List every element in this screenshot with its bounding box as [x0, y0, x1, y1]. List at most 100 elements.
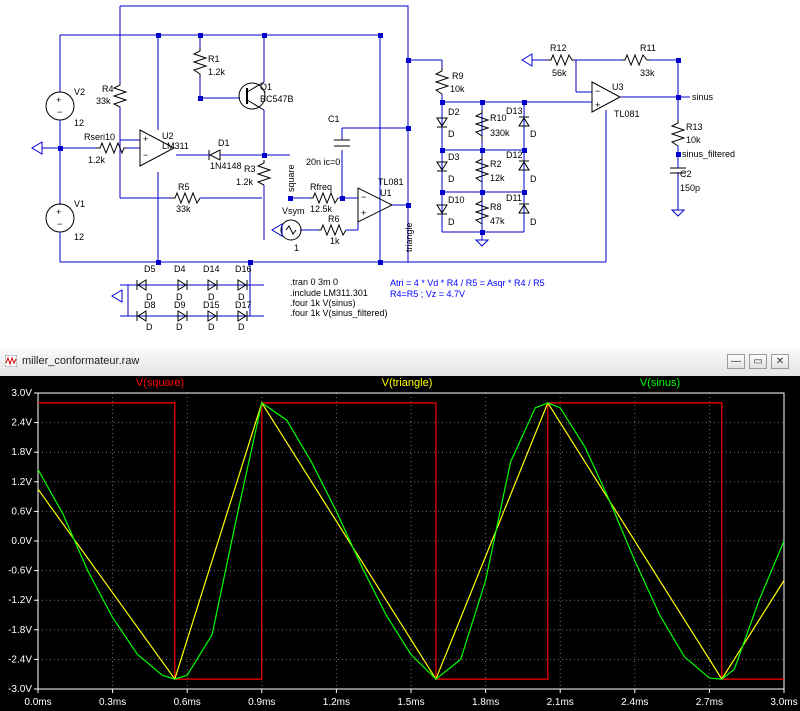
spice-directives[interactable]: .tran 0 3m 0 .include LM311.301 .four 1k… [290, 277, 388, 318]
net-labels: square triangle sinus sinus_filtered [286, 92, 735, 252]
directive-include: .include LM311.301 [290, 288, 368, 298]
svg-text:−: − [143, 150, 148, 160]
v2-source[interactable]: +− V2 12 [45, 87, 85, 128]
d3-diode[interactable]: D3D [436, 152, 460, 184]
d14-model: D [208, 292, 215, 302]
v1-source[interactable]: +− V1 12 [45, 199, 85, 242]
u1-opamp[interactable]: −+ U1 TL081 [357, 177, 404, 223]
c1-value: 20n ic=0 [306, 157, 340, 167]
r6-value: 1k [330, 236, 340, 246]
series-line-vsquare [38, 402, 784, 680]
r1-value: 1.2k [208, 67, 226, 77]
d2-name: D2 [448, 107, 460, 117]
d5-name: D5 [144, 264, 156, 274]
vsym-source[interactable]: Vsym 1 [280, 206, 305, 253]
d4-name: D4 [174, 264, 186, 274]
r3-name: R3 [244, 164, 256, 174]
comment-r4r5: R4=R5 ; Vz = 4.7V [390, 289, 465, 299]
r1-zigzag [192, 48, 208, 78]
r8-zigzag [474, 198, 490, 225]
u3-opamp[interactable]: − + U3 TL081 [591, 81, 640, 119]
d1-value: 1N4148 [210, 161, 242, 171]
rseri-name: Rseri10 [84, 132, 115, 142]
schematic-canvas[interactable]: +− V2 12 + − V1 12 Vsym 1 [0, 0, 800, 348]
comment-atri: Atri = 4 * Vd * R4 / R5 = Asqr * R4 / R5 [390, 278, 545, 288]
x-tick-label: 3.0ms [770, 697, 797, 708]
capacitors: C1 20n ic=0 C2 150p [306, 114, 700, 193]
d4-diode[interactable]: D4D [174, 264, 188, 302]
restore-button[interactable]: ▭ [749, 354, 767, 369]
r4-name: R4 [102, 84, 114, 94]
svg-text:−: − [57, 219, 62, 229]
y-tick-label: 1.2V [11, 477, 32, 488]
schematic-comments[interactable]: Atri = 4 * Vd * R4 / R5 = Asqr * R4 / R5… [390, 278, 545, 299]
r5-name: R5 [178, 182, 190, 192]
r5-zigzag [172, 191, 201, 205]
d13-name: D13 [506, 106, 523, 116]
r9-zigzag [434, 68, 450, 95]
d9-model: D [176, 322, 183, 332]
d8-name: D8 [144, 300, 156, 310]
u2-name: U2 [162, 131, 174, 141]
ground-symbols [31, 53, 686, 303]
schematic-editor[interactable]: +− V2 12 + − V1 12 Vsym 1 [0, 0, 800, 348]
d9-diode[interactable]: D9D [174, 300, 188, 332]
q1-transistor[interactable]: Q1 BC547B [238, 81, 294, 111]
r2-value: 12k [490, 173, 505, 183]
y-tick-label: -2.4V [8, 654, 32, 665]
rseri-zigzag [96, 141, 126, 155]
d17-name: D17 [235, 300, 252, 310]
net-square-label: square [286, 164, 296, 192]
d1-diode[interactable]: D1 1N4148 [200, 138, 242, 171]
r4-value: 33k [96, 96, 111, 106]
close-button[interactable]: ✕ [771, 354, 789, 369]
svg-text:+: + [595, 100, 600, 110]
u3-value: TL081 [614, 109, 640, 119]
vsym-value: 1 [294, 243, 299, 253]
d1-name: D1 [218, 138, 230, 148]
u2-comparator[interactable]: +− U2 LM311 [139, 129, 189, 167]
d14-name: D14 [203, 264, 220, 274]
minimize-button[interactable]: — [727, 354, 745, 369]
svg-text:+: + [56, 207, 61, 217]
r3-zigzag [256, 160, 272, 186]
net-sinus-filtered-label: sinus_filtered [682, 149, 735, 159]
x-tick-label: 1.5ms [397, 697, 424, 708]
d3-model: D [448, 174, 455, 184]
x-tick-label: 1.8ms [472, 697, 499, 708]
svg-text:−: − [595, 86, 600, 96]
q1-value: BC547B [260, 94, 294, 104]
r12-value: 56k [552, 68, 567, 78]
r10-zigzag [474, 110, 490, 140]
c2-value: 150p [680, 183, 700, 193]
u3-name: U3 [612, 82, 624, 92]
y-tick-label: -1.8V [8, 625, 32, 636]
r9-name: R9 [452, 71, 464, 81]
series-line-vsinus [37, 401, 785, 680]
d8-diode[interactable]: D8D [136, 300, 156, 332]
v1-name: V1 [74, 199, 85, 209]
window-titlebar[interactable]: miller_conformateur.raw — ▭ ✕ [0, 348, 800, 377]
svg-text:−: − [57, 107, 62, 117]
r8-name: R8 [490, 202, 502, 212]
d5-diode[interactable]: D5D [136, 264, 156, 302]
resistors [96, 48, 686, 237]
d2-diode[interactable]: D2D [436, 107, 460, 139]
waveform-icon [5, 355, 17, 367]
v2-value: 12 [74, 118, 84, 128]
wires [42, 5, 690, 317]
r6-zigzag [318, 223, 347, 237]
